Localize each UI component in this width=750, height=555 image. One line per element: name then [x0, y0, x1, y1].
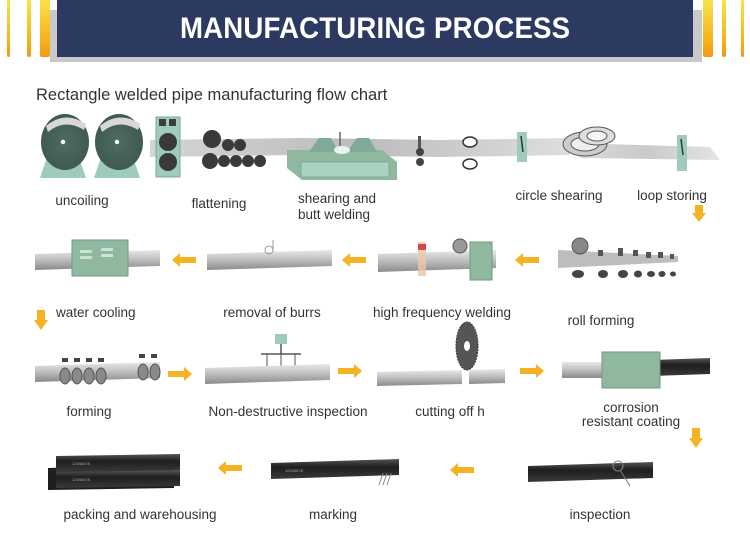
- marking-icon: 12345678: [271, 459, 399, 486]
- header-stripe-right-1: [703, 0, 713, 57]
- flowchart-subtitle: Rectangle welded pipe manufacturing flow…: [36, 86, 388, 104]
- step-label-loop-storing: loop storing: [637, 188, 707, 203]
- coating-box-icon: [562, 351, 710, 389]
- flow-arrow-left-1: [515, 253, 539, 267]
- step-label-packing: packing and warehousing: [63, 507, 217, 522]
- cooling-box-icon: [35, 239, 160, 277]
- flow-arrow-left-3: [172, 253, 196, 267]
- step-label-roll-forming: roll forming: [567, 313, 635, 328]
- pipe-stack-icon: 12345678 12345678: [48, 454, 180, 490]
- shear-weld-machine-icon: [287, 132, 397, 180]
- step-label-cutting-off: cutting off h: [415, 404, 485, 419]
- flow-arrow-left-4: [450, 463, 474, 477]
- flow-arrow-right-2: [338, 364, 362, 378]
- step-label-flattening: flattening: [191, 196, 247, 211]
- saw-blade-icon: [377, 321, 505, 386]
- flow-arrow-left-5: [218, 461, 242, 475]
- flow-arrow-down-2: [34, 310, 48, 330]
- circle-shear-icon: [517, 126, 616, 162]
- header-stripe-left-1: [7, 0, 10, 57]
- inspection-icon: [528, 460, 653, 487]
- flow-arrow-right-1: [168, 367, 192, 381]
- flattening-rollers-icon: [155, 116, 266, 178]
- page-title: MANUFACTURING PROCESS: [179, 11, 571, 45]
- step-label-uncoiling: uncoiling: [55, 193, 109, 208]
- header-stripe-left-2: [27, 0, 31, 57]
- ndt-probe-icon: [205, 334, 330, 384]
- step-label-removal-of-burrs: removal of burrs: [223, 305, 321, 320]
- header-stripe-right-3: [741, 0, 744, 57]
- step-label-corrosion-line2: resistant coating: [581, 414, 681, 429]
- step-label-shearing-line1: shearing and: [298, 191, 377, 206]
- flow-arrow-left-2: [342, 253, 366, 267]
- step-label-inspection: inspection: [569, 507, 631, 522]
- header-stripe-right-2: [722, 0, 726, 57]
- hf-welder-icon: [378, 238, 496, 281]
- deburring-icon: [207, 240, 332, 270]
- step-label-corrosion-line1: corrosion: [603, 400, 659, 415]
- step-label-ndt-inspection: Non-destructive inspection: [208, 404, 368, 419]
- step-label-circle-shearing: circle shearing: [515, 188, 603, 203]
- step-label-hf-welding: high frequency welding: [372, 305, 512, 320]
- step-label-shearing-line2: butt welding: [298, 207, 371, 222]
- pipe-marking-text-bottom: 12345678: [72, 477, 91, 482]
- step-label-marking: marking: [308, 507, 358, 522]
- flow-arrow-down-1: [692, 205, 706, 222]
- coil-rolls-icon: [40, 114, 143, 178]
- loop-storage-icon: [677, 135, 687, 171]
- header-banner: MANUFACTURING PROCESS: [57, 0, 693, 57]
- guide-rollers-icon: [416, 136, 478, 170]
- flow-arrow-right-3: [520, 364, 544, 378]
- header-stripe-left-3: [40, 0, 50, 57]
- flow-arrow-down-3: [689, 428, 703, 448]
- pipe-marking-text-top: 12345678: [72, 461, 91, 466]
- roll-forming-icon: [558, 237, 678, 278]
- sizing-rollers-icon: [35, 354, 161, 385]
- step-label-water-cooling: water cooling: [56, 305, 136, 320]
- pipe-marking-text: 12345678: [285, 468, 304, 473]
- step-label-forming: forming: [66, 404, 112, 419]
